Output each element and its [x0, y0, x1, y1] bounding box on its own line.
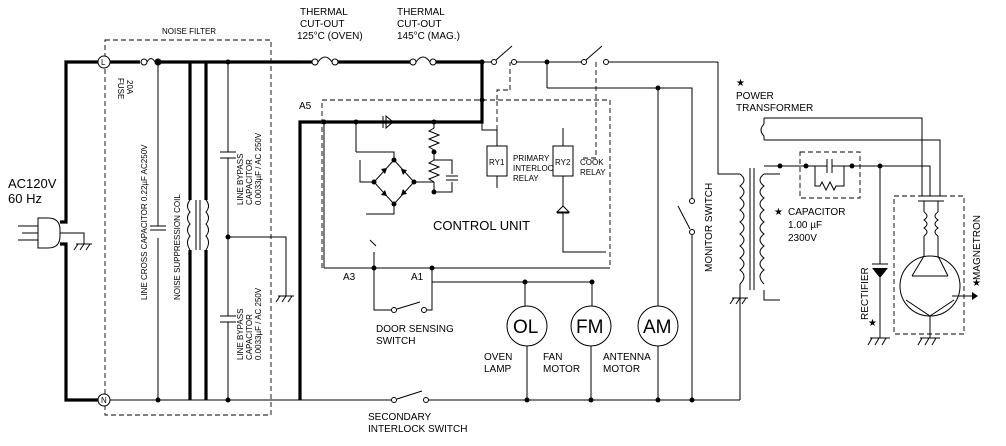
svg-text:LAMP: LAMP	[484, 364, 512, 375]
svg-text:RELAY: RELAY	[580, 168, 606, 177]
svg-text:RELAY: RELAY	[513, 174, 539, 183]
svg-text:INTERLOCK: INTERLOCK	[513, 164, 559, 173]
control-unit-box	[321, 99, 611, 269]
rectifier-star: ★	[868, 318, 877, 329]
svg-text:0.0033µF / AC 250V: 0.0033µF / AC 250V	[254, 132, 263, 205]
control-unit-label: CONTROL UNIT	[433, 218, 530, 233]
motor-ol: OL	[506, 305, 548, 347]
svg-text:L: L	[101, 58, 106, 67]
control-resistor-top-icon	[427, 127, 441, 151]
rectifier-diode-icon	[872, 263, 888, 278]
secondary-interlock-switch-label: SECONDARY	[368, 412, 431, 423]
relay-ry1-label: RY1	[489, 158, 505, 167]
control-diode-icon	[382, 114, 394, 130]
svg-text:MOTOR: MOTOR	[543, 364, 580, 375]
svg-text:SWITCH: SWITCH	[376, 336, 415, 347]
terminal-l: L	[97, 55, 111, 69]
thermal-cutout-mag-icon	[409, 56, 437, 66]
svg-text:CUT-OUT: CUT-OUT	[397, 19, 441, 30]
ac-plug-icon	[18, 217, 61, 249]
svg-text:AM: AM	[643, 317, 672, 338]
thermal-cutout-oven-icon	[311, 56, 339, 66]
svg-text:CAPACITOR: CAPACITOR	[245, 314, 254, 360]
hv-capacitor-star: ★	[774, 207, 783, 218]
power-transformer-star: ★	[736, 78, 745, 89]
noise-filter-box	[104, 39, 272, 416]
control-capacitor-icon	[446, 175, 458, 181]
power-transformer-primary-icon	[739, 173, 745, 285]
svg-text:2300V: 2300V	[788, 233, 817, 244]
motor-ol-caption: OVEN	[484, 352, 512, 363]
line-bypass-capacitor-top-label: LINE BYPASS	[236, 154, 245, 205]
svg-text:FM: FM	[576, 317, 603, 338]
hv-capacitor-box	[799, 151, 861, 199]
door-sensing-switch-label: DOOR SENSING	[376, 324, 454, 335]
line-cross-capacitor-icon	[150, 225, 166, 231]
fuse-label: FUSE	[116, 78, 125, 99]
power-transformer-label: POWER	[736, 91, 774, 102]
primary-interlock-contact-icon	[491, 45, 517, 65]
rectifier-ground-icon	[867, 337, 890, 346]
node-a3: A3	[343, 272, 356, 283]
svg-text:N: N	[101, 396, 107, 405]
svg-text:CUT-OUT: CUT-OUT	[300, 19, 344, 30]
svg-text:INTERLOCK SWITCH: INTERLOCK SWITCH	[368, 424, 467, 435]
noise-suppression-coil-label: NOISE SUPPRESSION COIL	[173, 194, 182, 300]
primary-interlock-relay-label: PRIMARY	[513, 154, 550, 163]
cook-relay-diode-icon	[555, 205, 571, 214]
svg-text:TRANSFORMER: TRANSFORMER	[736, 103, 813, 114]
motor-am: AM	[637, 305, 679, 347]
svg-text:0.0033µF / AC 250V: 0.0033µF / AC 250V	[254, 287, 263, 360]
magnetron-ground-icon	[917, 337, 940, 346]
bypass-ground-icon	[275, 295, 294, 303]
magnetron-tube-icon	[899, 236, 978, 338]
thermal-mag-label: THERMAL	[397, 7, 445, 18]
hv-capacitor-resistor-icon	[814, 166, 845, 192]
source-voltage: AC120V	[8, 176, 57, 191]
monitor-switch-label: MONITOR SWITCH	[704, 183, 715, 272]
svg-text:20A: 20A	[125, 80, 134, 95]
noise-filter-label: NOISE FILTER	[162, 27, 216, 36]
rectifier-label: RECTIFIER	[860, 267, 871, 320]
svg-text:125°C (OVEN): 125°C (OVEN)	[297, 31, 363, 42]
thermal-oven-label: THERMAL	[300, 7, 348, 18]
transformer-ground-icon	[729, 284, 748, 305]
relay-ry2-label: RY2	[555, 158, 571, 167]
node-a1: A1	[411, 272, 424, 283]
magnetron-label: MAGNETRON	[972, 215, 983, 280]
svg-text:CAPACITOR: CAPACITOR	[245, 159, 254, 205]
svg-text:145°C (MAG.): 145°C (MAG.)	[397, 31, 460, 42]
svg-text:OL: OL	[513, 317, 538, 338]
magnetron-feedthrough-icon	[918, 195, 944, 237]
monitor-switch-icon[interactable]	[677, 198, 695, 235]
line-bypass-capacitor-bottom-icon	[220, 315, 236, 323]
hv-capacitor-icon	[806, 159, 852, 173]
noise-suppression-coil-icon	[187, 199, 209, 251]
cook-relay-label: COOK	[580, 158, 604, 167]
bridge-rectifier-icon	[371, 157, 417, 207]
svg-text:MOTOR: MOTOR	[603, 364, 640, 375]
magnetron-star: ★	[972, 278, 981, 289]
plug-ground-icon	[73, 243, 92, 251]
node-a5: A5	[299, 101, 312, 112]
motor-am-caption: ANTENNA	[603, 352, 651, 363]
secondary-interlock-switch-icon[interactable]	[391, 390, 429, 403]
cook-relay-contact-icon	[581, 45, 609, 65]
line-bypass-capacitor-top-icon	[220, 151, 236, 159]
motor-fm-caption: FAN	[543, 352, 562, 363]
svg-text:1.00 µF: 1.00 µF	[788, 220, 822, 231]
source-frequency: 60 Hz	[8, 191, 42, 206]
door-sensing-switch-icon[interactable]	[391, 301, 427, 313]
control-resistor-bottom-icon	[427, 159, 441, 183]
line-cross-capacitor-label: LINE CROSS CAPACITOR 0.22µF AC250V	[140, 144, 149, 300]
motor-fm: FM	[570, 305, 612, 347]
power-transformer-secondary-icon	[759, 173, 765, 285]
terminal-n: N	[97, 393, 111, 407]
hv-capacitor-label: CAPACITOR	[788, 207, 845, 218]
line-bypass-capacitor-bottom-label: LINE BYPASS	[236, 309, 245, 360]
